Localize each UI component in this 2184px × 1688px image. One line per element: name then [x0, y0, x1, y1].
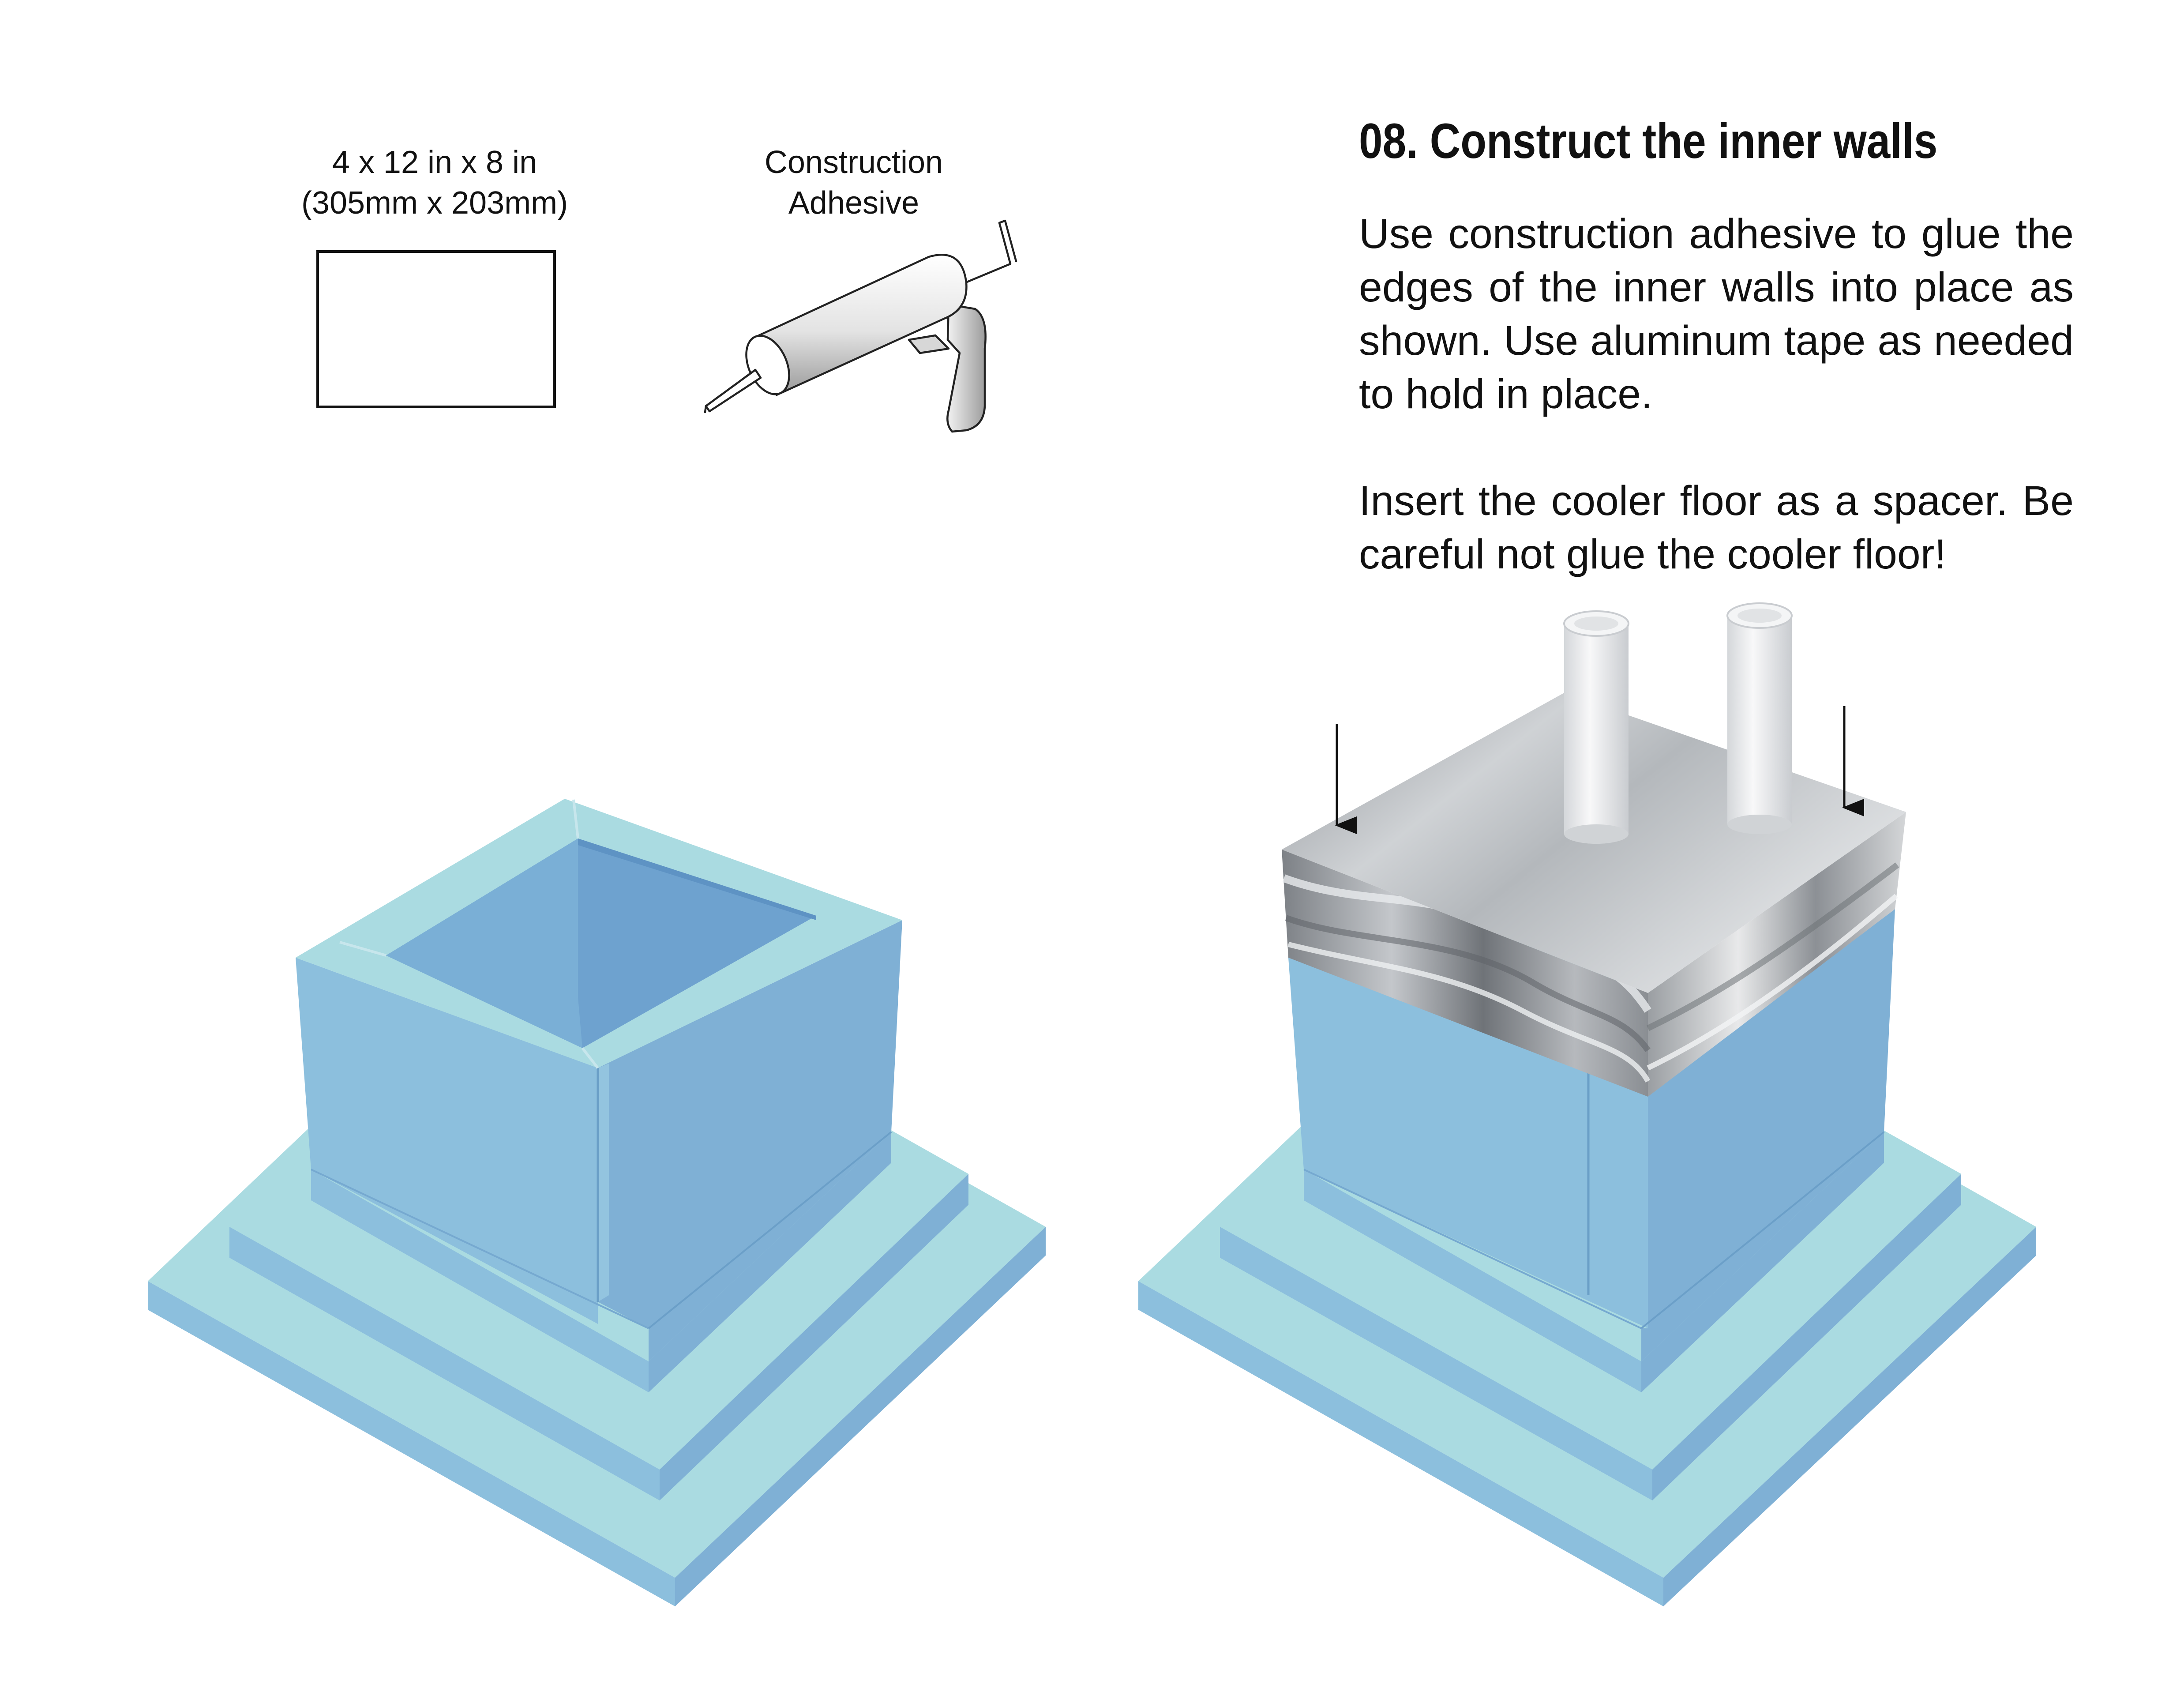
- foam-box-model-left: [148, 799, 1046, 1606]
- instruction-paragraph-1: Use construction adhesive to glue the ed…: [1359, 211, 2074, 417]
- pipe-right: [1726, 602, 1793, 834]
- foam-panel-icon: [316, 250, 556, 408]
- adhesive-caption: Construction Adhesive: [688, 142, 1019, 223]
- adhesive-line-1: Construction: [764, 145, 943, 180]
- instruction-paragraph-2: Insert the cooler floor as a spacer. Be …: [1359, 477, 2074, 578]
- step-title: 08. Construct the inner walls: [1359, 113, 1938, 169]
- panel-size-line-1: 4 x 12 in x 8 in: [332, 145, 537, 180]
- caulk-gun-icon: [704, 219, 1017, 433]
- inner-walls-box: [296, 799, 902, 1361]
- pipe-left: [1563, 610, 1629, 844]
- adhesive-line-2: Adhesive: [788, 185, 919, 221]
- inner-walls-box-right: [1288, 909, 1895, 1361]
- panel-size-caption: 4 x 12 in x 8 in (305mm x 203mm): [258, 142, 611, 223]
- foam-box-model-right: [1138, 602, 2036, 1606]
- panel-size-line-2: (305mm x 203mm): [301, 185, 568, 221]
